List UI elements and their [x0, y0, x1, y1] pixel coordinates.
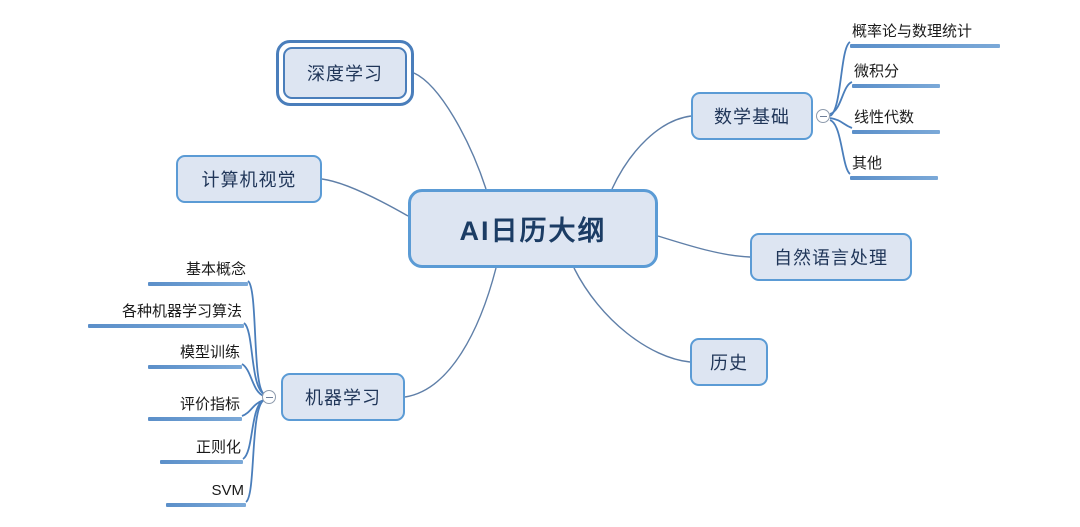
branch-ml-1	[247, 280, 265, 395]
node-math-foundation[interactable]: 数学基础	[691, 92, 813, 140]
leaf-underline	[852, 130, 940, 134]
leaf-ml-algorithms[interactable]: 各种机器学习算法	[88, 302, 244, 328]
leaf-evaluation-metrics[interactable]: 评价指标	[148, 395, 242, 421]
branch-ml-5	[242, 399, 265, 460]
branch-math-1	[829, 41, 851, 117]
branch-ml-3	[241, 363, 265, 397]
leaf-label: 各种机器学习算法	[121, 303, 242, 320]
leaf-label: 其他	[852, 155, 883, 172]
branch-math-3	[829, 117, 853, 129]
edge-central-to-machine-learning	[404, 267, 497, 398]
branch-ml-4	[241, 399, 265, 417]
leaf-other[interactable]: 其他	[850, 154, 938, 180]
node-history[interactable]: 历史	[690, 338, 768, 386]
node-math-foundation-label: 数学基础	[714, 107, 790, 127]
leaf-underline	[148, 365, 242, 369]
leaf-label: 基本概念	[185, 261, 246, 278]
collapse-toggle-machine-learning[interactable]	[262, 390, 276, 404]
leaf-model-training[interactable]: 模型训练	[148, 343, 242, 369]
minus-icon	[265, 396, 273, 398]
leaf-underline	[850, 176, 938, 180]
leaf-svm[interactable]: SVM	[166, 481, 246, 507]
leaf-underline	[88, 324, 244, 328]
leaf-underline	[852, 84, 940, 88]
minus-icon	[819, 115, 827, 117]
leaf-label: 评价指标	[179, 396, 240, 413]
node-deep-learning[interactable]: 深度学习	[283, 47, 407, 99]
leaf-basic-concepts[interactable]: 基本概念	[148, 260, 248, 286]
leaf-underline	[160, 460, 243, 464]
leaf-underline	[148, 282, 248, 286]
edge-central-to-history	[573, 267, 691, 363]
leaf-label: 模型训练	[179, 344, 240, 361]
node-deep-learning-label: 深度学习	[307, 64, 383, 84]
leaf-label: 正则化	[195, 439, 241, 456]
node-machine-learning-label: 机器学习	[305, 388, 381, 408]
edge-central-to-computer-vision	[321, 178, 409, 217]
leaf-regularization[interactable]: 正则化	[160, 438, 243, 464]
leaf-label: SVM	[211, 482, 244, 499]
node-computer-vision-label: 计算机视觉	[201, 170, 297, 190]
leaf-underline	[166, 503, 246, 507]
leaf-label: 概率论与数理统计	[852, 23, 973, 40]
leaf-underline	[850, 44, 1000, 48]
leaf-underline	[148, 417, 242, 421]
node-nlp-label: 自然语言处理	[774, 248, 888, 268]
branch-math-4	[829, 119, 851, 175]
leaf-linear-algebra[interactable]: 线性代数	[852, 108, 940, 134]
leaf-label: 微积分	[854, 63, 900, 80]
branch-ml-2	[243, 322, 265, 395]
central-node-label: AI日历大纲	[459, 216, 607, 246]
edge-central-to-deep-learning	[413, 72, 487, 190]
branch-ml-6	[245, 399, 265, 503]
node-computer-vision[interactable]: 计算机视觉	[176, 155, 322, 203]
node-history-label: 历史	[710, 353, 748, 373]
leaf-label: 线性代数	[854, 109, 915, 126]
central-node[interactable]: AI日历大纲	[408, 189, 658, 268]
edge-central-to-math	[611, 115, 692, 190]
leaf-calculus[interactable]: 微积分	[852, 62, 940, 88]
collapse-toggle-math-foundation[interactable]	[816, 109, 830, 123]
node-machine-learning[interactable]: 机器学习	[281, 373, 405, 421]
edge-central-to-nlp	[657, 235, 751, 258]
branch-math-2	[829, 81, 853, 115]
node-nlp[interactable]: 自然语言处理	[750, 233, 912, 281]
leaf-probability-statistics[interactable]: 概率论与数理统计	[850, 22, 1000, 48]
